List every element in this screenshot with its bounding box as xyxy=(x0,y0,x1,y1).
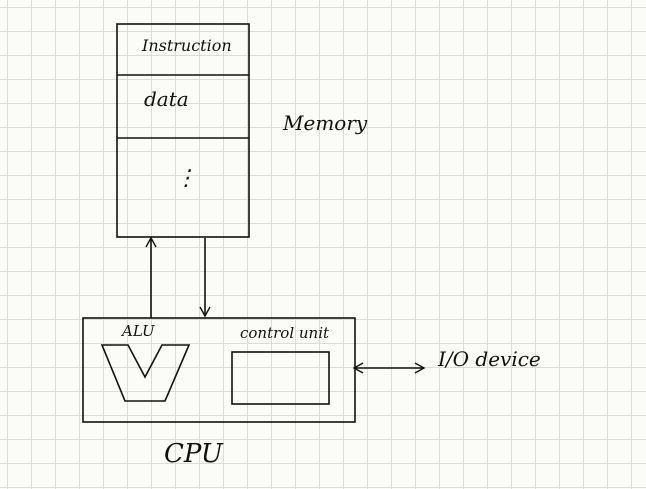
control-unit-box xyxy=(231,351,330,405)
io-device-label: I/O device xyxy=(437,347,541,371)
alu-label: ALU xyxy=(120,322,156,340)
alu-shape xyxy=(100,344,191,402)
memory-title: Memory xyxy=(282,111,368,135)
memory-row-data: data xyxy=(144,87,189,111)
memory-row-instruction: Instruction xyxy=(141,36,232,55)
control-unit-label: control unit xyxy=(240,324,330,342)
memory-block: Instruction data ⋮ xyxy=(116,23,250,238)
cpu-block: ALU control unit xyxy=(82,317,356,423)
memory-row-ellipsis: ⋮ xyxy=(175,166,197,191)
cpu-title: CPU xyxy=(164,439,224,469)
